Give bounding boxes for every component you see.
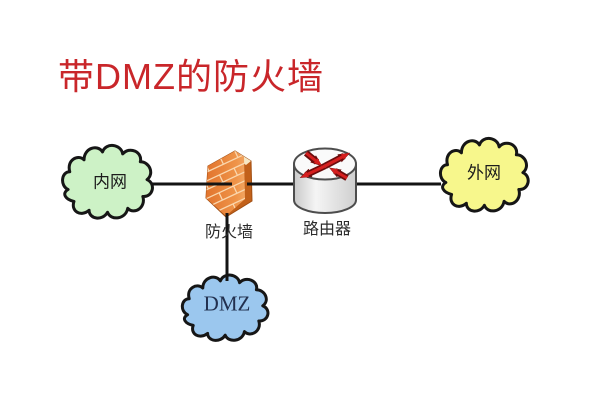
external-network-label: 外网 xyxy=(467,163,501,183)
router-arrows-icon xyxy=(299,150,351,181)
dmz-label: DMZ xyxy=(203,291,251,316)
internal-network-label: 内网 xyxy=(93,172,127,192)
connection-lines xyxy=(152,182,441,281)
page-title: 带DMZ的防火墙 xyxy=(58,56,324,97)
router-icon xyxy=(293,147,357,214)
router-label: 路由器 xyxy=(302,221,352,238)
firewall-label: 防火墙 xyxy=(204,224,254,241)
